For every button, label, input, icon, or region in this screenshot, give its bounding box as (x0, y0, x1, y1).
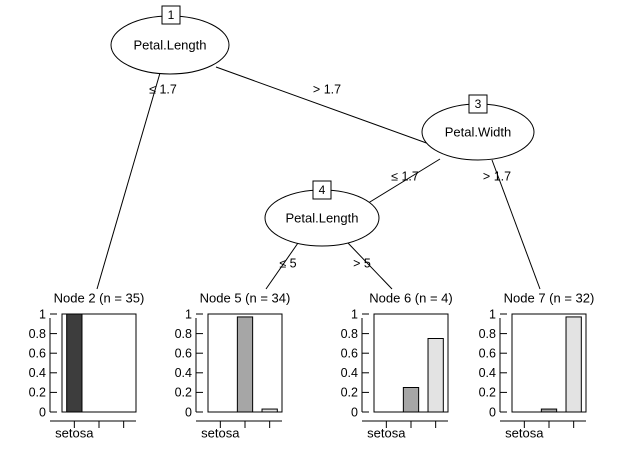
inner-node-3[interactable]: Petal.Width 3 (421, 94, 535, 161)
edge-node3-to-node7 (491, 159, 541, 290)
y-tick-label-node5-0: 1 (185, 307, 192, 321)
y-tick-label-node2-1: 0.8 (29, 327, 46, 341)
node-4-id-box (312, 180, 332, 200)
y-tick-label-node7-2: 0.6 (479, 346, 496, 360)
y-tick-label-node2-5: 0 (39, 405, 46, 419)
x-tick-label-node2-0: setosa (55, 425, 94, 440)
node-3-id-label: 3 (475, 97, 482, 111)
tree-edge-labels: ≤ 1.7 > 1.7 ≤ 1.7 > 1.7 ≤ 5 > 5 (149, 82, 511, 270)
terminal-panel-node5: Node 5 (n = 34) 1 0.8 0.6 0.4 0.2 0 setosa (175, 290, 291, 440)
y-tick-label-node2-0: 1 (39, 307, 46, 321)
edge-node1-to-node2 (96, 72, 161, 290)
x-tick-label-node5-0: setosa (201, 425, 240, 440)
y-tick-label-node5-4: 0.2 (175, 386, 192, 400)
node-1-id-box (161, 5, 181, 25)
panel-title-node2: Node 2 (n = 35) (54, 290, 145, 305)
bar-node7-virginica (565, 316, 582, 413)
terminal-panel-node7: Node 7 (n = 32) 1 0.8 0.6 0.4 0.2 0 setosa (479, 290, 595, 440)
x-tick-label-node6-0: setosa (367, 425, 406, 440)
y-tick-label-node6-3: 0.4 (341, 366, 358, 380)
node-4-id-label: 4 (319, 183, 326, 197)
bar-node6-virginica (427, 338, 444, 413)
y-tick-label-node6-5: 0 (351, 405, 358, 419)
edge-label-node1-right: > 1.7 (313, 82, 341, 96)
edge-node4-to-node6 (347, 242, 393, 290)
y-tick-label-node6-0: 1 (351, 307, 358, 321)
node-3-label: Petal.Width (445, 124, 511, 139)
y-tick-label-node5-2: 0.6 (175, 346, 192, 360)
y-tick-label-node5-3: 0.4 (175, 366, 192, 380)
edge-label-node1-left: ≤ 1.7 (149, 82, 177, 96)
y-tick-label-node6-4: 0.2 (341, 386, 358, 400)
y-tick-label-node6-2: 0.6 (341, 346, 358, 360)
bar-node6-versicolor (402, 387, 420, 413)
y-tick-label-node5-5: 0 (185, 405, 192, 419)
terminal-node-panels: Node 2 (n = 35)10.80.60.40.20setosaNode … (29, 290, 595, 440)
y-tick-label-node7-3: 0.4 (479, 366, 496, 380)
edge-label-node4-left: ≤ 5 (279, 256, 296, 270)
panel-title-node6: Node 6 (n = 4) (369, 290, 452, 305)
inner-node-1[interactable]: Petal.Length 1 (110, 5, 230, 75)
node-1-label: Petal.Length (133, 37, 206, 52)
y-tick-label-node7-5: 0 (489, 405, 496, 419)
y-tick-label-node7-4: 0.2 (479, 386, 496, 400)
y-tick-label-node6-1: 0.8 (341, 327, 358, 341)
bar-node5-virginica (261, 408, 278, 413)
bar-node2-setosa (66, 313, 83, 413)
edge-node4-to-node5 (265, 242, 299, 290)
bar-node7-versicolor (540, 408, 558, 413)
y-tick-label-node7-1: 0.8 (479, 327, 496, 341)
node-3-id-box (468, 94, 488, 114)
edge-label-node3-left: ≤ 1.7 (391, 169, 419, 183)
panel-title-node5: Node 5 (n = 34) (200, 290, 291, 305)
terminal-panel-node6: Node 6 (n = 4) 1 0.8 0.6 0.4 0.2 0 setosa (341, 290, 453, 440)
bar-node5-versicolor (236, 316, 254, 413)
inner-node-4[interactable]: Petal.Length 4 (264, 180, 380, 247)
edge-label-node3-right: > 1.7 (483, 169, 511, 183)
edge-node1-to-node3 (215, 66, 433, 146)
y-tick-label-node5-1: 0.8 (175, 327, 192, 341)
x-tick-label-node7-0: setosa (505, 425, 544, 440)
y-tick-label-node7-0: 1 (489, 307, 496, 321)
node-4-label: Petal.Length (285, 210, 358, 225)
y-tick-label-node2-4: 0.2 (29, 386, 46, 400)
y-tick-label-node2-2: 0.6 (29, 346, 46, 360)
tree-edges (96, 66, 541, 290)
edge-label-node4-right: > 5 (353, 256, 371, 270)
edge-node3-to-node4 (364, 158, 441, 206)
terminal-panel-node2: Node 2 (n = 35) 1 0.8 0.6 0.4 0.2 0 setosa (29, 290, 145, 440)
panel-title-node7: Node 7 (n = 32) (504, 290, 595, 305)
node-1-id-label: 1 (168, 8, 175, 22)
y-tick-label-node2-3: 0.4 (29, 366, 46, 380)
